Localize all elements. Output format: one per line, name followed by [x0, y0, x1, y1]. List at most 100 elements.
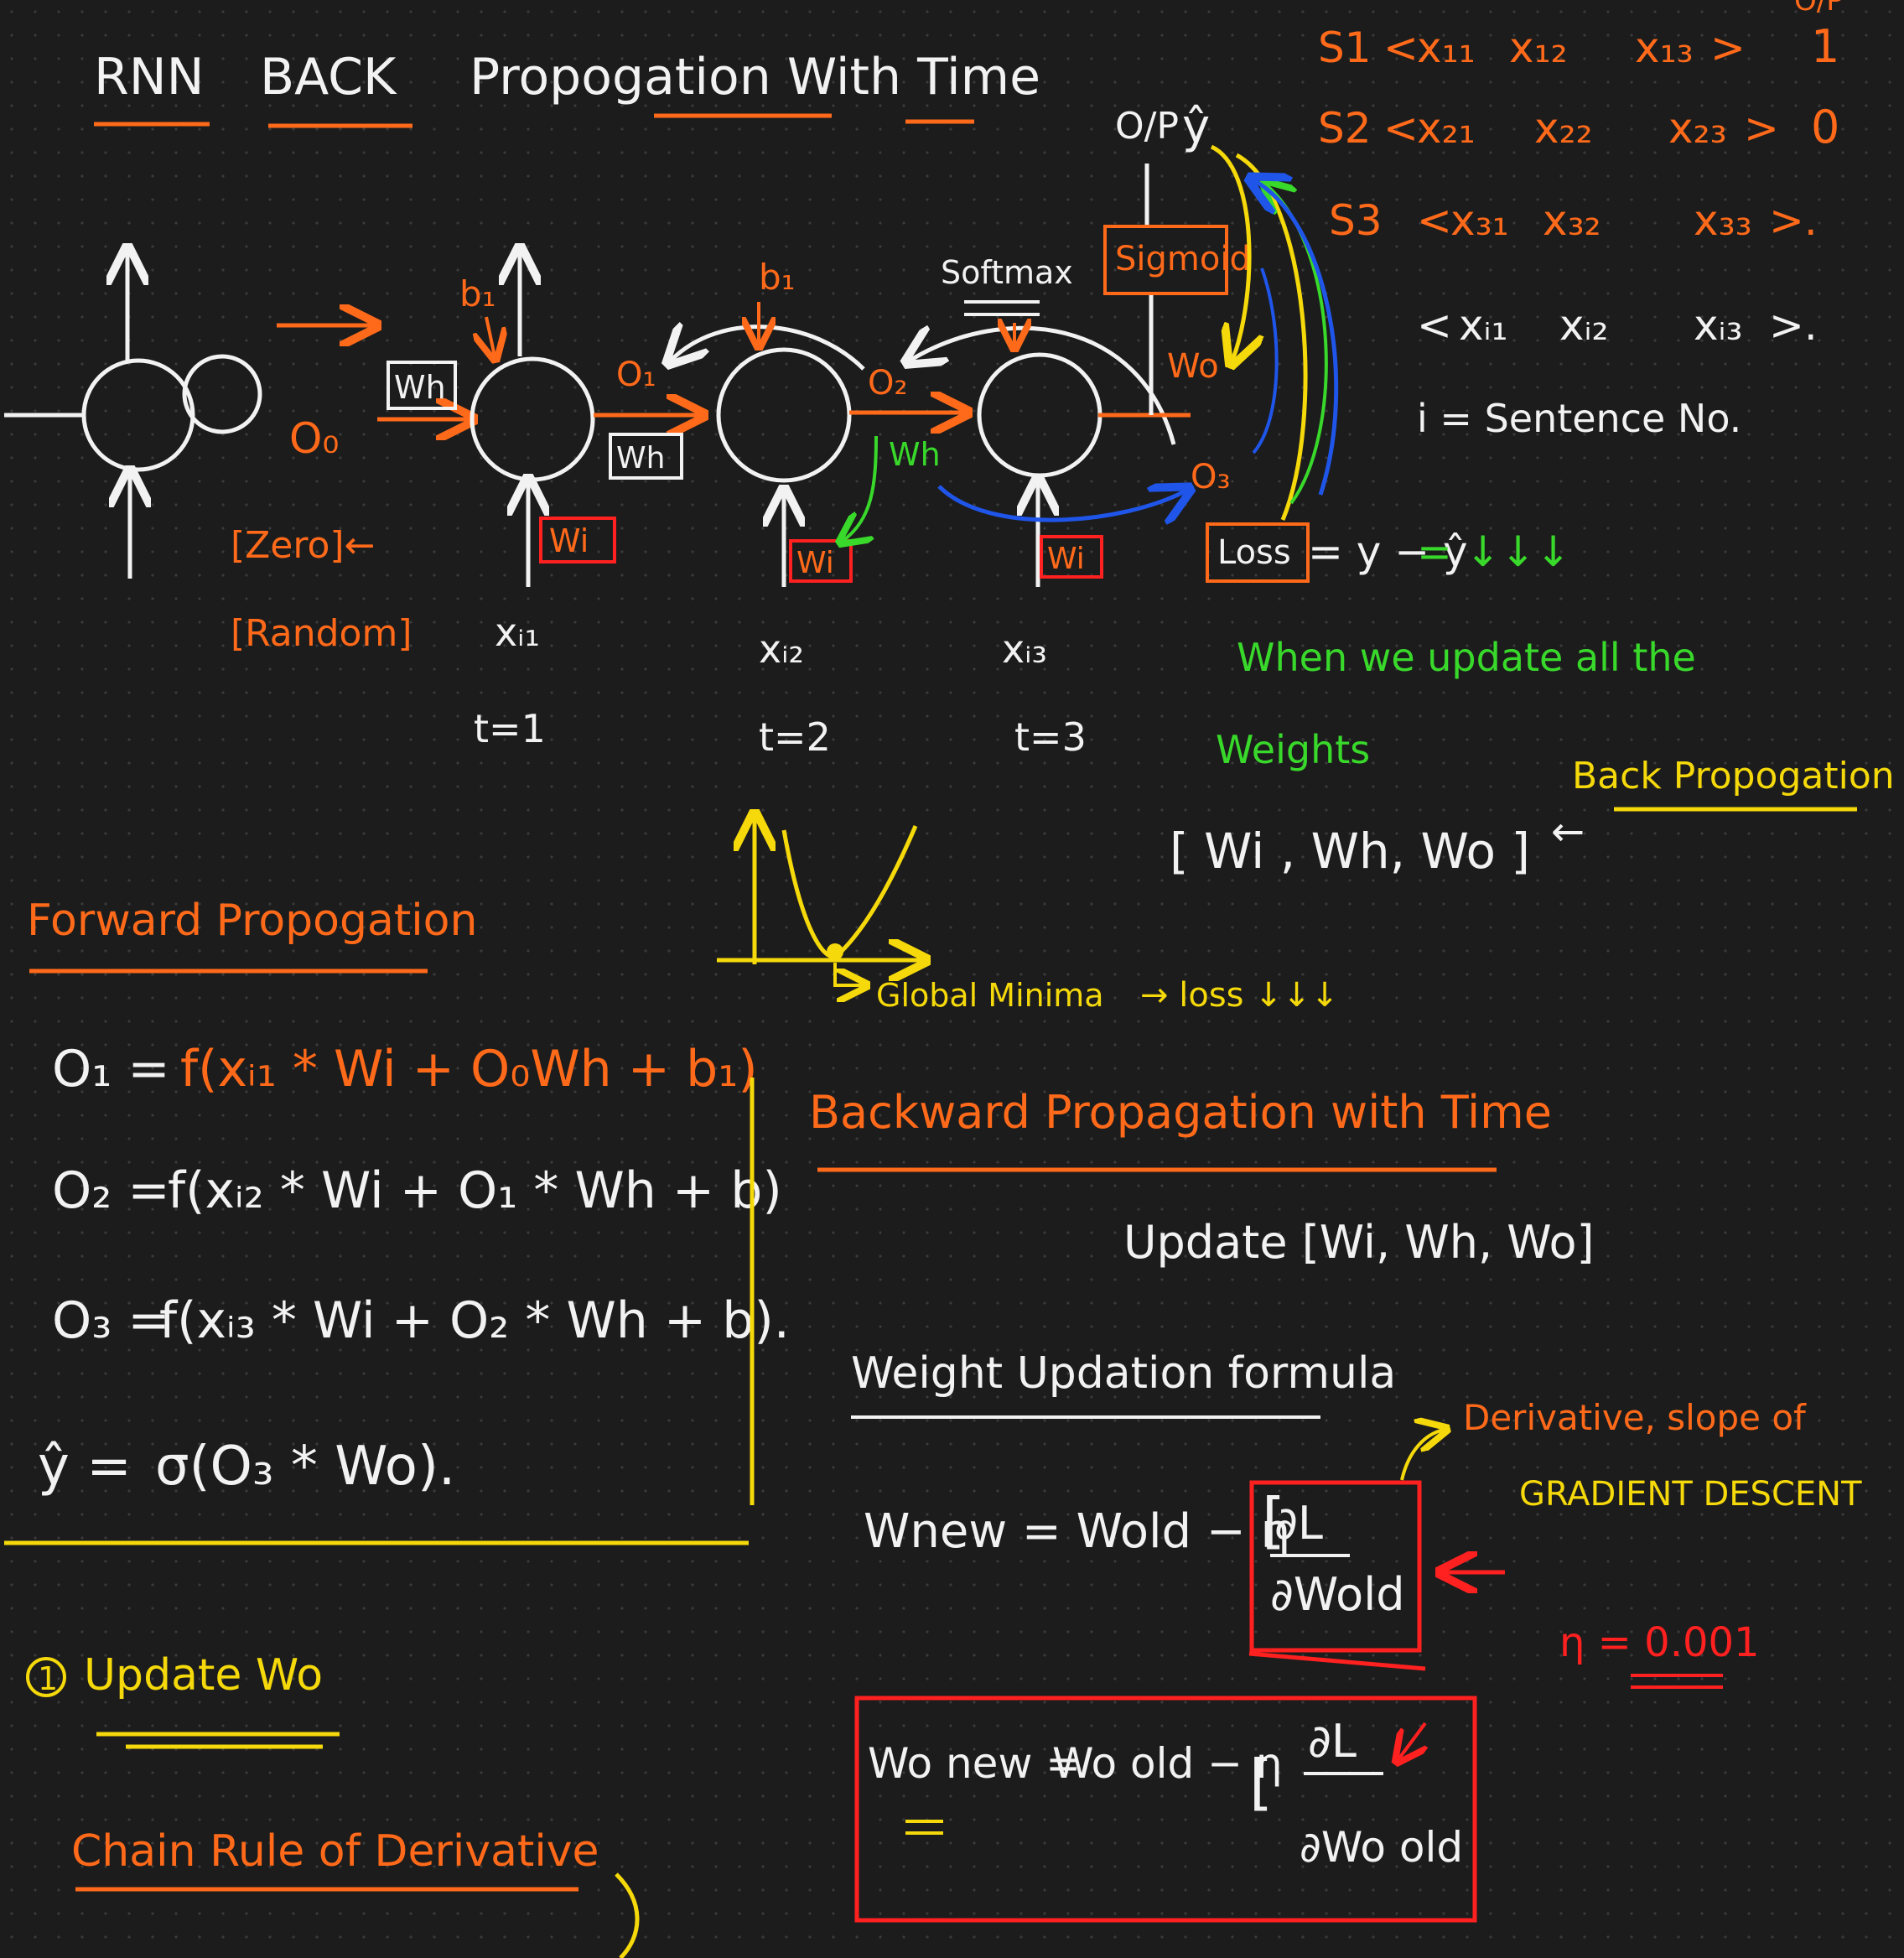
wh-label-3: Wh	[889, 436, 941, 473]
wo-frac-numerator: ∂L	[1308, 1715, 1357, 1768]
wh-box-2	[609, 433, 683, 480]
wh-label-2: Wh	[616, 441, 665, 475]
wi-box-2	[789, 539, 853, 583]
eq-o3-lhs: O₃ =	[52, 1291, 170, 1350]
wh-label-1: Wh	[394, 369, 446, 406]
o2-label: O₂	[868, 364, 908, 403]
row-2-x2: x₂₂	[1534, 104, 1593, 153]
wh-box-1	[387, 361, 457, 410]
forward-heading: Forward Propogation	[27, 896, 477, 946]
row-1-label: S1	[1318, 23, 1372, 72]
svg-text:>: >	[1710, 23, 1746, 72]
title-rest: Propogation With Time	[470, 48, 1040, 106]
bias-2-label: b₁	[759, 257, 796, 298]
time-t1: t=1	[474, 706, 546, 751]
blue-backprop-bottom	[937, 486, 1186, 520]
row-1-x1: x₁₁	[1417, 23, 1476, 72]
derivative-note-1: Derivative, slope of	[1463, 1397, 1807, 1438]
row-2-x3: x₂₃	[1668, 104, 1727, 153]
input-t3: xᵢ₃	[1002, 626, 1047, 672]
gradient-descent-curve: Global Minima → loss ↓↓↓	[717, 818, 1339, 1015]
loss-text-line2: Weights	[1216, 727, 1370, 772]
global-minima-label: Global Minima	[876, 977, 1104, 1014]
general-x1: xᵢ₁	[1459, 301, 1508, 350]
row-1-y: 1	[1811, 20, 1839, 73]
update-wo-label: Update Wo	[84, 1650, 323, 1701]
wi-label-1: Wi	[549, 522, 589, 559]
yellow-backprop-wo	[1210, 144, 1249, 361]
op-label: O/P	[1115, 105, 1179, 148]
loss-box	[1206, 522, 1310, 583]
eq-o1-rhs: f(xᵢ₁ * Wi + O₀Wh + b₁)	[180, 1040, 758, 1098]
svg-text:<: <	[1383, 23, 1419, 72]
init-zero: [Zero]←	[231, 524, 375, 567]
row-1-x2: x₁₂	[1509, 23, 1568, 72]
yhat-output: ŷ	[1182, 100, 1210, 154]
input-t1: xᵢ₁	[495, 610, 540, 655]
wo-label: Wo	[1167, 347, 1219, 386]
loss-label: Loss	[1217, 533, 1291, 572]
sigmoid-box	[1103, 225, 1228, 295]
wi-label-3: Wi	[1047, 542, 1085, 576]
row-2-y: 0	[1811, 101, 1839, 153]
eq-yhat-lhs: ŷ =	[38, 1436, 132, 1498]
rnn-diagram: O₀ [Zero]← [Random] Wh b₁ Wi xᵢ₁ t=1 O₁ …	[4, 100, 1339, 760]
sigmoid-label: Sigmoid	[1115, 240, 1251, 278]
general-x2: xᵢ₂	[1559, 301, 1609, 350]
loss-text-line1: When we update all the	[1237, 635, 1696, 680]
loss-curve	[781, 825, 918, 959]
green-back-arrow	[843, 435, 878, 541]
sentence-note: i = Sentence No.	[1417, 396, 1741, 441]
time-t2: t=2	[759, 714, 831, 760]
derivative-note-2: GRADIENT DESCENT	[1519, 1475, 1862, 1514]
eq-o2-rhs: f(xᵢ₂ * Wi + O₁ * Wh + b)	[168, 1161, 782, 1220]
svg-text:[: [	[1249, 1747, 1273, 1817]
backward-heading: Backward Propagation with Time	[809, 1086, 1552, 1139]
step-number: 1	[38, 1660, 58, 1697]
chain-rule-label: Chain Rule of Derivative	[71, 1826, 599, 1877]
title-back: BACK	[260, 48, 397, 106]
open-paren	[615, 1872, 640, 1958]
svg-text:[: [	[1262, 1485, 1285, 1555]
bias-1-label: b₁	[459, 273, 496, 314]
time-t3: t=3	[1014, 714, 1087, 760]
wi-box-3	[1040, 535, 1103, 579]
eq-o3-rhs: f(xᵢ₃ * Wi + O₂ * Wh + b).	[159, 1291, 790, 1350]
svg-text:<: <	[1383, 104, 1419, 153]
row-1-x3: x₁₃	[1635, 23, 1694, 72]
forward-propagation: Forward Propogation O₁ = f(xᵢ₁ * Wi + O₀…	[4, 896, 790, 1545]
formula-heading: Weight Updation formula	[851, 1348, 1396, 1399]
step-number-circle	[26, 1657, 66, 1697]
svg-text:>.: >.	[1769, 301, 1818, 350]
derivative-box	[1249, 1480, 1422, 1653]
wnew-formula: Wnew = Wold − η	[864, 1504, 1290, 1559]
update-wo-section: 1 Update Wo Chain Rule of Derivative	[26, 1650, 640, 1958]
title: RNN BACK Propogation With Time	[94, 48, 1040, 128]
global-minima-point	[827, 943, 843, 960]
o1-label: O₁	[616, 356, 656, 394]
op-header: O/P	[1794, 0, 1844, 18]
row-2-label: S2	[1318, 104, 1372, 153]
title-rnn: RNN	[94, 48, 204, 106]
general-x3: xᵢ₃	[1694, 301, 1743, 350]
recurrent-loop	[182, 354, 262, 434]
softmax-label: Softmax	[941, 254, 1073, 291]
backward-propagation: Backward Propagation with Time Update [W…	[809, 1086, 1862, 1923]
wo-frac-denominator: ∂Wo old	[1300, 1823, 1463, 1872]
init-random: [Random]	[231, 612, 412, 655]
o1-feedback-arc	[671, 327, 865, 369]
dataset: O/P S1 < x₁₁ x₁₂ x₁₃ > 1 S2 < x₂₁ x₂₂ x₂…	[1318, 0, 1844, 441]
svg-text:>: >	[1744, 104, 1779, 153]
update-weights: Update [Wi, Wh, Wo]	[1123, 1216, 1595, 1269]
row-3-x1: x₃₁	[1450, 196, 1509, 245]
svg-text:<: <	[1417, 301, 1452, 350]
loss-arrows: = ↓↓↓	[1417, 527, 1570, 576]
blue-backprop-top	[1253, 180, 1339, 496]
rnn-node-t3	[977, 352, 1102, 478]
wo-old-rhs: Wo old − η	[1052, 1739, 1283, 1788]
o2-feedback-arc	[910, 328, 1176, 445]
input-t2: xᵢ₂	[759, 626, 804, 672]
row-3-x2: x₃₂	[1543, 196, 1601, 245]
wi-label-2: Wi	[796, 546, 834, 580]
